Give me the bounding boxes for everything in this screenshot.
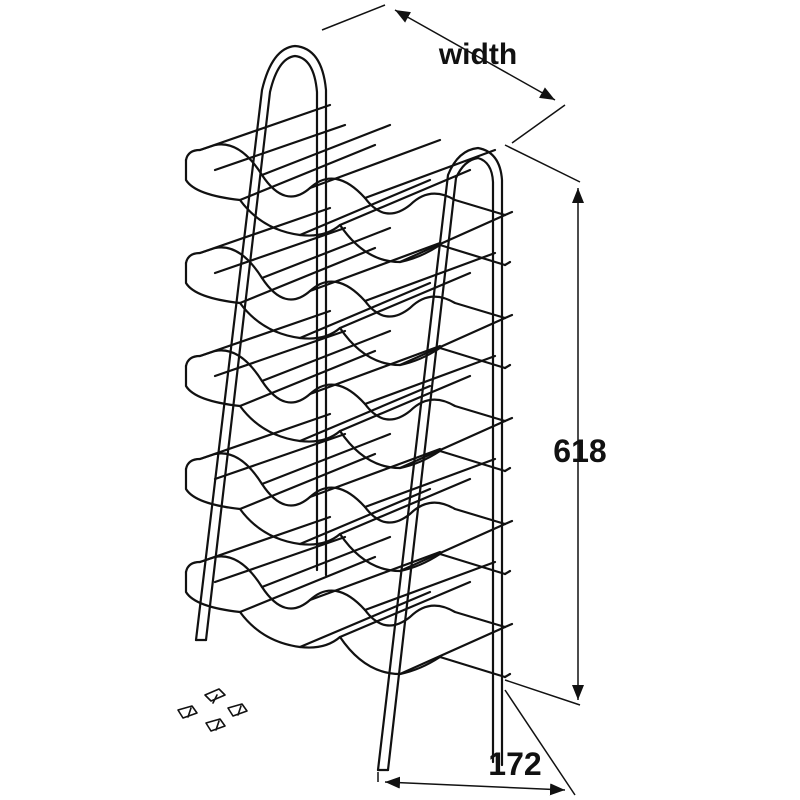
front-frame (376, 146, 504, 772)
mounting-brackets (177, 688, 248, 732)
shelf (184, 412, 514, 576)
shelf (184, 515, 514, 679)
width-dimension-line (394, 9, 556, 101)
rear-frame (194, 44, 328, 642)
shelf (184, 309, 514, 473)
shelf (184, 103, 514, 267)
depth-label: 172 (488, 746, 541, 782)
height-label: 618 (553, 433, 606, 469)
shelves (184, 103, 514, 679)
width-label: width (438, 38, 517, 71)
shelf (184, 206, 514, 370)
depth-dimension-line (384, 776, 566, 796)
